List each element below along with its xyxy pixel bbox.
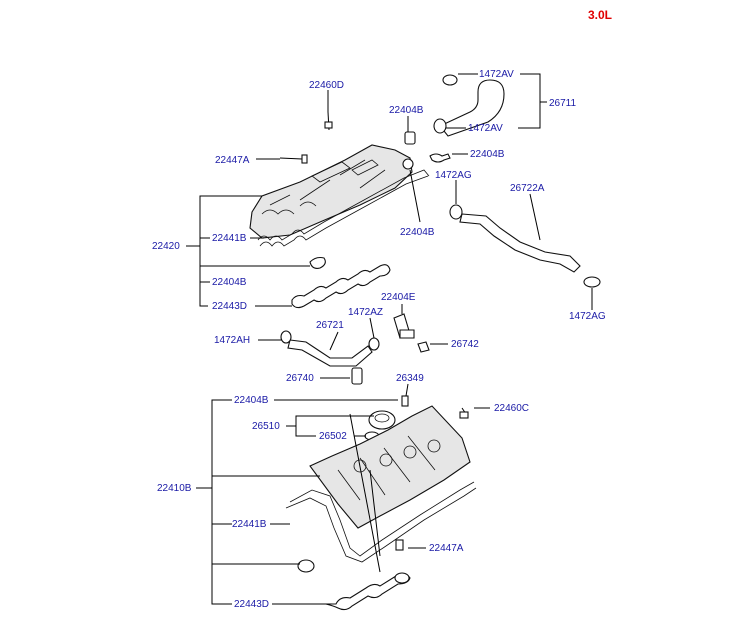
label-1472AV-bot: 1472AV — [468, 123, 503, 134]
label-1472AZ: 1472AZ — [348, 307, 383, 318]
label-26510: 26510 — [252, 421, 280, 432]
label-22404B-low: 22404B — [234, 395, 269, 406]
label-26722A: 26722A — [510, 183, 545, 194]
rocker-cover-lower — [309, 405, 471, 529]
label-1472AH: 1472AH — [214, 335, 250, 346]
label-22443D-low: 22443D — [234, 599, 269, 610]
rocker-cover-gasket-upper — [257, 169, 430, 247]
label-22410B: 22410B — [157, 483, 192, 494]
grommet-right — [402, 158, 414, 170]
grommet-26349 — [401, 395, 409, 407]
breather-hose-26711 — [433, 74, 505, 137]
label-26740: 26740 — [286, 373, 314, 384]
elbow-22404E — [393, 313, 415, 339]
label-22404E: 22404E — [381, 292, 416, 303]
part-labels: 22460D 22404B 22447A 22404B 1472AV 26711… — [152, 69, 606, 610]
cover-bolt-top — [324, 111, 333, 131]
label-22460C: 22460C — [494, 403, 529, 414]
label-22460D: 22460D — [309, 80, 344, 91]
label-22420: 22420 — [152, 241, 180, 252]
label-1472AG-bot: 1472AG — [569, 311, 606, 322]
label-22447A-top: 22447A — [215, 155, 250, 166]
hose-26721 — [280, 330, 380, 367]
pcv-hose-26722A — [449, 204, 601, 288]
label-22443D-top: 22443D — [212, 301, 247, 312]
label-22404B-hose: 22404B — [470, 149, 505, 160]
oil-filler-cap — [368, 410, 396, 430]
label-22441B-top: 22441B — [212, 233, 247, 244]
rocker-cover-upper — [249, 144, 413, 239]
label-26502: 26502 — [319, 431, 347, 442]
screw-22447A-low — [395, 539, 404, 551]
spark-plug-seal-strip-lower — [325, 572, 411, 611]
tube-seal-lower — [297, 559, 315, 573]
label-26349: 26349 — [396, 373, 424, 384]
bolt-22460C — [459, 407, 469, 419]
spark-plug-tube-seal-upper — [309, 256, 326, 269]
pcv-valve-26742 — [417, 341, 430, 353]
hose-22404B — [429, 153, 451, 163]
label-1472AV-top: 1472AV — [479, 69, 514, 80]
label-26742: 26742 — [451, 339, 479, 350]
leader-lines — [186, 73, 593, 605]
label-22404B-top: 22404B — [389, 105, 424, 116]
label-26711: 26711 — [549, 98, 577, 109]
spark-plug-seal-strip-upper — [291, 264, 391, 309]
screw-22447A-top — [279, 154, 308, 164]
label-26721: 26721 — [316, 320, 344, 331]
grommet-top — [404, 131, 416, 145]
label-22404B-right: 22404B — [400, 227, 435, 238]
pcv-valve-26740 — [351, 367, 363, 385]
label-22404B-left: 22404B — [212, 277, 247, 288]
label-22447A-low: 22447A — [429, 543, 464, 554]
engine-variant-label: 3.0L — [588, 8, 612, 22]
rocker-cover-gasket-lower — [285, 481, 477, 563]
label-22441B-low: 22441B — [232, 519, 267, 530]
label-1472AG-top: 1472AG — [435, 170, 472, 181]
